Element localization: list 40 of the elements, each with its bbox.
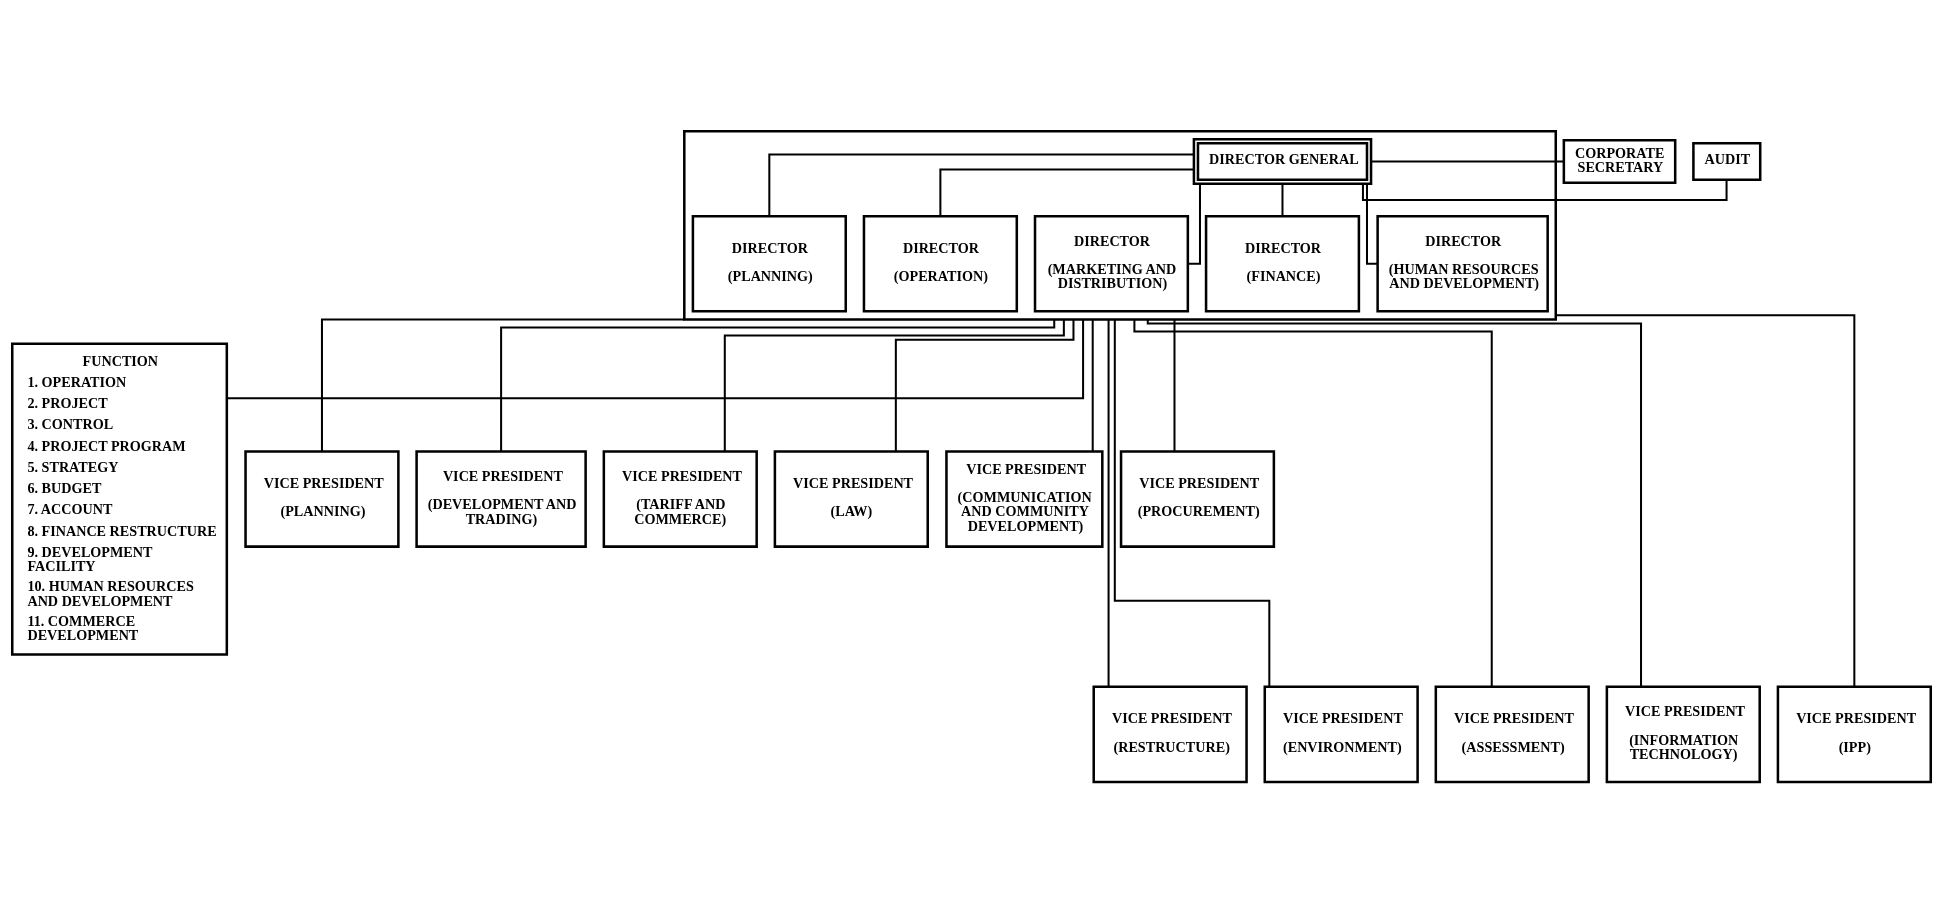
connector	[500, 318, 1056, 451]
node-box: VICE PRESIDENT (ASSESSMENT)	[1434, 685, 1590, 783]
node-box: DIRECTOR (MARKETING AND DISTRIBUTION)	[1033, 214, 1190, 313]
connector	[1361, 179, 1728, 201]
connector	[1113, 318, 1271, 687]
connector	[1091, 318, 1094, 451]
node-box: VICE PRESIDENT (DEVELOPMENT AND TRADING)	[415, 449, 587, 548]
node-box: DIRECTOR (OPERATION)	[862, 214, 1019, 313]
connector	[1281, 183, 1284, 216]
node-box: VICE PRESIDENT (PROCUREMENT)	[1119, 449, 1276, 548]
node-box: DIRECTOR (HUMAN RESOURCES AND DEVELOPMENT)	[1376, 214, 1549, 313]
connector	[1133, 318, 1493, 687]
node-box: VICE PRESIDENT (IPP)	[1776, 685, 1933, 783]
node-box: DIRECTOR (PLANNING)	[691, 214, 847, 313]
node-box: VICE PRESIDENT (INFORMATION TECHNOLOGY)	[1605, 685, 1761, 783]
node-box: CORPORATE SECRETARY	[1562, 138, 1677, 184]
cluster	[683, 129, 1558, 321]
connector	[1366, 183, 1378, 265]
connector	[723, 318, 1065, 451]
connector	[939, 168, 1194, 216]
node-box: VICE PRESIDENT (COMMUNICATION AND COMMUNITY DEVELOPMENT)	[945, 449, 1104, 548]
connector	[1146, 318, 1643, 686]
node-box: FUNCTION 1. OPERATION 2. PROJECT 3. CONTROL 4. PROJECT PROGRAM 5. STRATEGY 6. BUDGET 7. ACCOUNT 8. FINANCE RESTRUCTURE 9. DEVELOPMENT FACILITY 10. HUMAN RESOURCES AND DEVELOPMENT 11. COMMERCE DEVELOPMENT	[10, 341, 229, 656]
node-box: DIRECTOR GENERAL	[1192, 137, 1373, 185]
connector	[227, 318, 1085, 399]
node-box: DIRECTOR (FINANCE)	[1204, 214, 1361, 313]
connector	[1371, 160, 1564, 162]
node-box: VICE PRESIDENT (PLANNING)	[244, 449, 400, 548]
connector	[768, 152, 1194, 216]
node-box: VICE PRESIDENT (RESTRUCTURE)	[1092, 685, 1248, 783]
connector	[1188, 183, 1201, 265]
node-box: VICE PRESIDENT (LAW)	[773, 449, 929, 548]
connector	[1173, 318, 1176, 451]
connector	[1555, 313, 1856, 687]
node-box: VICE PRESIDENT (ENVIRONMENT)	[1263, 685, 1419, 783]
node-box: VICE PRESIDENT (TARIFF AND COMMERCE)	[602, 449, 758, 548]
connector	[894, 318, 1075, 451]
node-box: AUDIT	[1692, 141, 1762, 181]
connector	[320, 317, 685, 451]
connector	[1107, 318, 1110, 687]
